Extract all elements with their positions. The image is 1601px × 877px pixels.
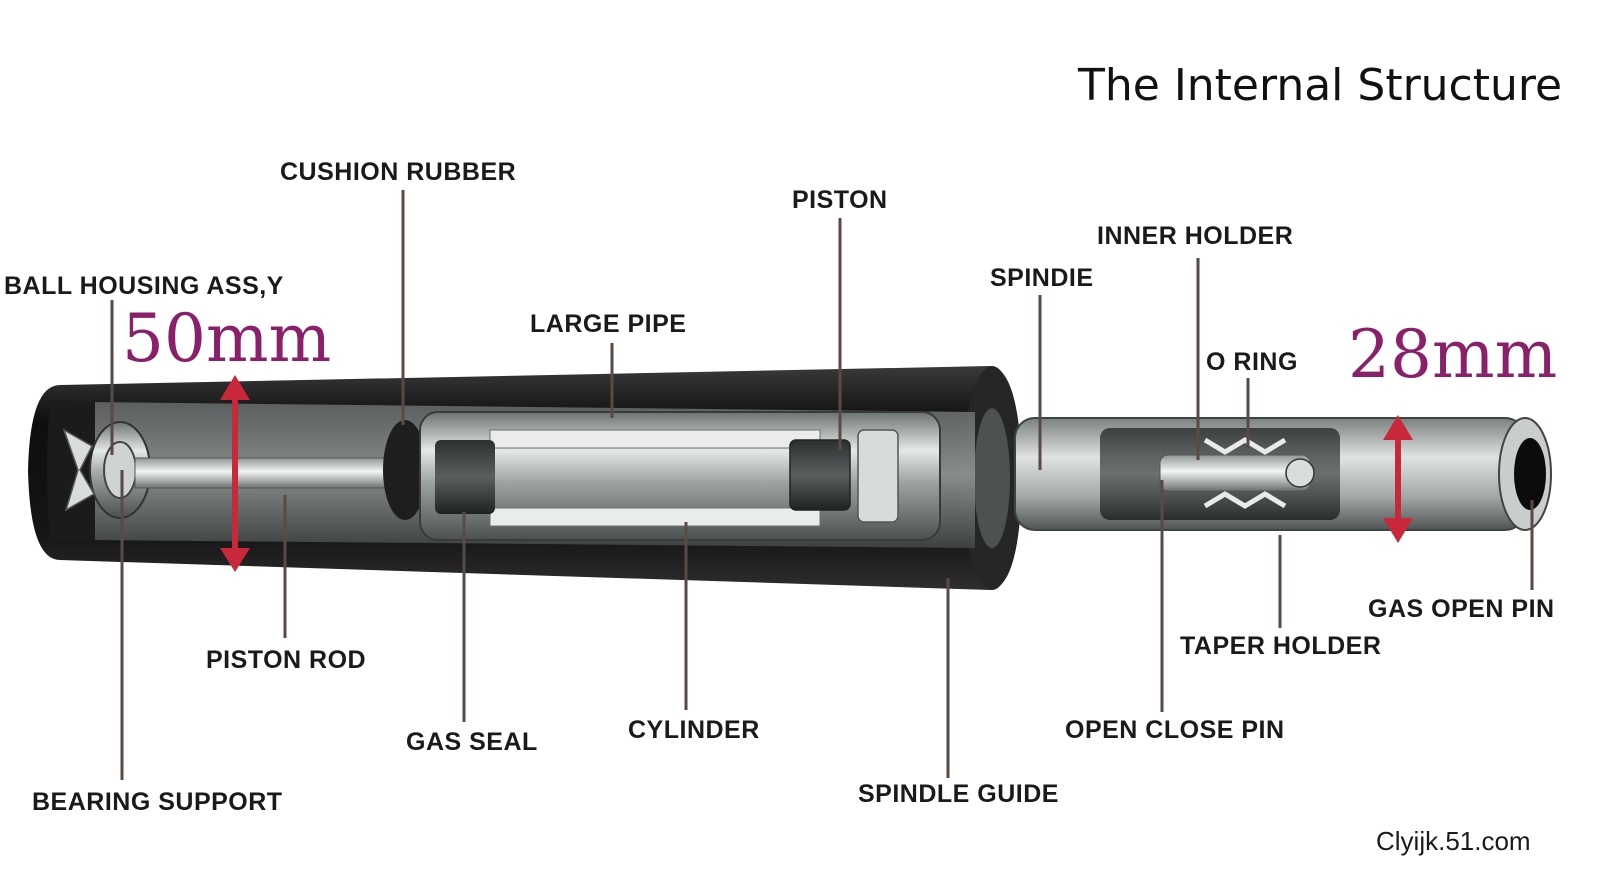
- label-cylinder: CYLINDER: [628, 716, 760, 744]
- label-taper-holder: TAPER HOLDER: [1180, 632, 1382, 660]
- dimension-arrows: [220, 375, 1413, 572]
- source-credit: Clyijk.51.com: [1376, 826, 1531, 856]
- label-spindle-guide: SPINDLE GUIDE: [858, 780, 1059, 808]
- arrowhead-28mm-top: [1383, 415, 1413, 440]
- arrowhead-50mm-bottom: [220, 548, 250, 572]
- label-gas-open-pin: GAS OPEN PIN: [1368, 595, 1555, 623]
- arrowhead-28mm-bottom: [1383, 518, 1413, 543]
- label-inner-holder: INNER HOLDER: [1097, 222, 1294, 250]
- label-piston-rod: PISTON ROD: [206, 646, 367, 674]
- label-large-pipe: LARGE PIPE: [530, 310, 687, 338]
- cushion-rubber: [383, 420, 427, 520]
- piston: [789, 429, 899, 523]
- label-o-ring: O RING: [1206, 348, 1298, 376]
- label-ball-housing: BALL HOUSING ASS,Y: [4, 272, 284, 300]
- dimension-small: 28mm: [1348, 316, 1558, 393]
- label-piston: PISTON: [792, 186, 888, 214]
- ball-housing: [62, 421, 151, 519]
- label-cushion-rubber: CUSHION RUBBER: [280, 158, 517, 186]
- label-open-close-pin: OPEN CLOSE PIN: [1065, 716, 1285, 744]
- arrowhead-50mm-top: [220, 375, 250, 400]
- label-bearing-support: BEARING SUPPORT: [32, 788, 283, 816]
- valve-assembly: [1100, 428, 1340, 520]
- leader-lines: [110, 190, 1534, 780]
- diagram-title: The Internal Structure: [1078, 60, 1563, 111]
- label-spindie: SPINDIE: [990, 264, 1094, 292]
- label-gas-seal: GAS SEAL: [406, 728, 538, 756]
- dimension-large: 50mm: [122, 300, 332, 377]
